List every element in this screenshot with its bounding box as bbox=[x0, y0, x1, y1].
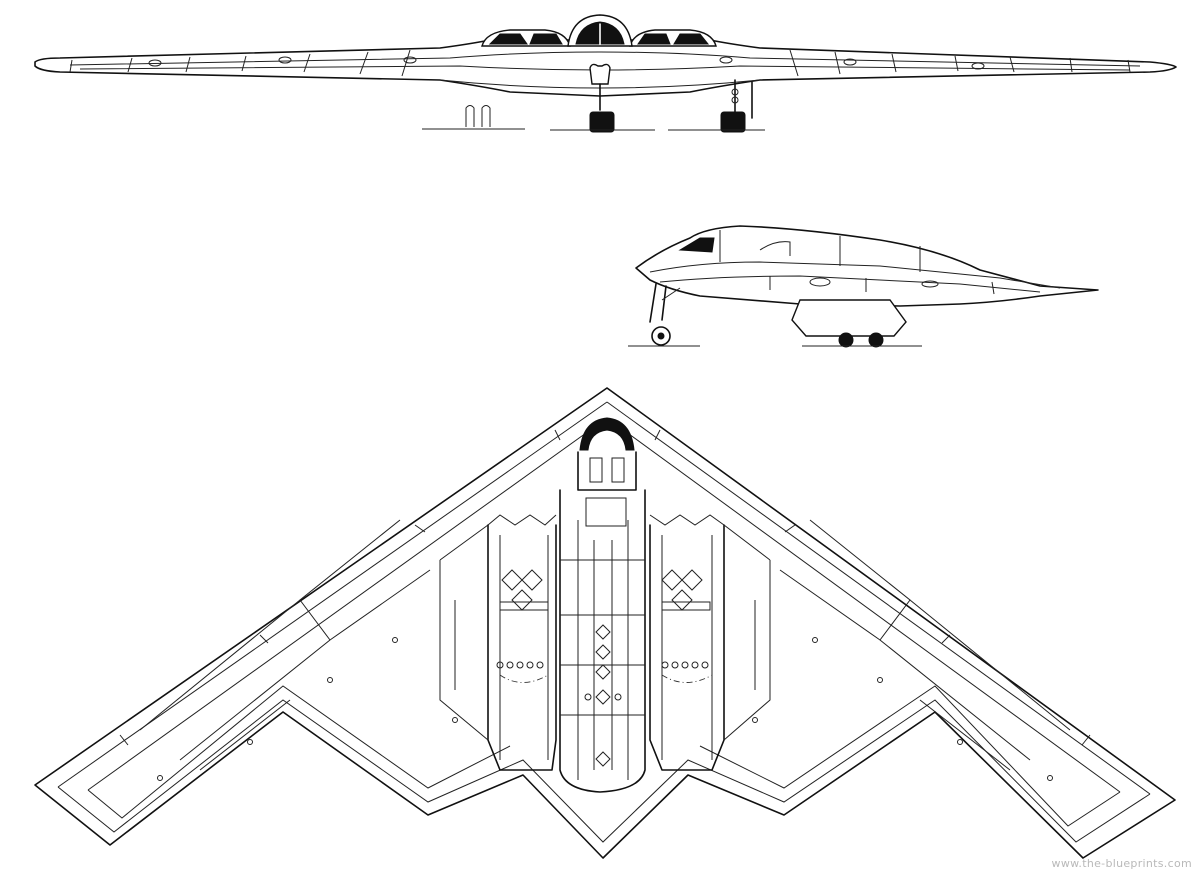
front-view bbox=[34, 14, 1177, 133]
side-view bbox=[628, 225, 1099, 348]
top-view bbox=[34, 387, 1176, 859]
watermark-text: www.the-blueprints.com bbox=[1051, 857, 1192, 870]
